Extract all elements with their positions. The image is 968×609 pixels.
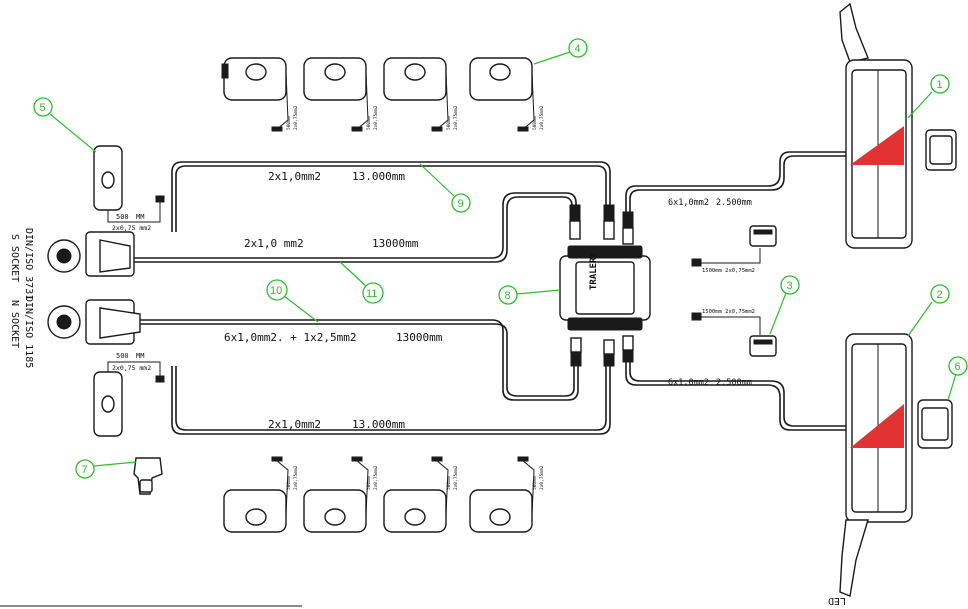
s-socket-label: S SOCKET bbox=[9, 234, 20, 282]
marker-lamp-bottom-1 bbox=[223, 456, 289, 533]
plug-spec-bottom: 1500mm 2x0,75mm2 bbox=[702, 309, 755, 315]
svg-text:1: 1 bbox=[937, 79, 943, 91]
svg-text:500mm: 500mm bbox=[366, 476, 372, 490]
svg-text:2: 2 bbox=[937, 289, 943, 301]
callout-7 bbox=[75, 459, 95, 479]
callout-1 bbox=[930, 74, 950, 94]
junction-box: TRALERT bbox=[559, 245, 651, 331]
wire-9-spec: 2x1,0mm2 bbox=[268, 170, 321, 183]
svg-text:500mm: 500mm bbox=[446, 476, 452, 490]
position-lamp-bottom bbox=[93, 361, 165, 437]
svg-text:2x0,75mm2: 2x0,75mm2 bbox=[539, 465, 545, 490]
plug-spec-top: 1500mm 2x0,75mm2 bbox=[702, 268, 755, 274]
junction-box-brand: TRALERT bbox=[589, 251, 599, 290]
marker-lamp-lead-labels: 500mm 2x0,75mm2 500mm 2x0,75mm2 500mm 2x… bbox=[286, 105, 545, 490]
plug-component-top bbox=[749, 225, 777, 247]
svg-text:500mm: 500mm bbox=[532, 116, 538, 130]
lamp5-unit-top: MM bbox=[136, 213, 144, 221]
svg-text:500mm: 500mm bbox=[446, 116, 452, 130]
wire-right-bottom bbox=[625, 356, 848, 431]
svg-text:500mm: 500mm bbox=[286, 476, 292, 490]
led-label: LED bbox=[828, 595, 846, 606]
marker-lamp-bottom-4 bbox=[469, 456, 535, 533]
svg-text:2x0,75mm2: 2x0,75mm2 bbox=[293, 465, 299, 490]
wire-9-length: 13.000mm bbox=[352, 170, 405, 183]
callout-6 bbox=[948, 356, 968, 376]
tail-lamp-bottom bbox=[839, 333, 913, 597]
side-marker-lamp-bottom bbox=[917, 399, 953, 449]
svg-text:6: 6 bbox=[955, 361, 961, 373]
lamp5-len-bottom: 500 bbox=[116, 352, 129, 360]
svg-text:2x0,75mm2: 2x0,75mm2 bbox=[539, 105, 545, 130]
svg-text:2x0,75mm2: 2x0,75mm2 bbox=[373, 465, 379, 490]
tail-lamp-top bbox=[839, 2, 913, 249]
s-socket bbox=[47, 231, 135, 277]
wire-bottom bbox=[171, 360, 611, 435]
bottom-wire-spec: 2x1,0mm2 bbox=[268, 418, 321, 431]
svg-text:2x0,75mm2: 2x0,75mm2 bbox=[373, 105, 379, 130]
marker-lamp-bottom-2 bbox=[303, 456, 369, 533]
wire-11 bbox=[130, 192, 577, 259]
callout-9 bbox=[451, 193, 471, 213]
wire-11-length: 13000mm bbox=[372, 237, 419, 250]
callout-2 bbox=[930, 284, 950, 304]
svg-text:2x0,75mm2: 2x0,75mm2 bbox=[453, 105, 459, 130]
callout-3 bbox=[780, 275, 800, 295]
marker-lamp-bottom-3 bbox=[383, 456, 449, 533]
wire-10-length: 13000mm bbox=[396, 331, 443, 344]
bracket-7 bbox=[133, 457, 163, 495]
svg-text:500mm: 500mm bbox=[366, 116, 372, 130]
wire-11-spec: 2x1,0 mm2 bbox=[244, 237, 304, 250]
marker-lamp-top-3 bbox=[383, 57, 449, 132]
right-top-wire-spec: 6x1,0mm2 bbox=[668, 198, 709, 208]
wire-10 bbox=[140, 319, 579, 401]
marker-lamp-top-1 bbox=[221, 57, 289, 132]
bottom-wire-length: 13.000mm bbox=[352, 418, 405, 431]
svg-text:8: 8 bbox=[505, 290, 511, 302]
svg-text:9: 9 bbox=[458, 198, 464, 210]
n-socket-label: N SOCKET bbox=[9, 300, 20, 348]
right-bottom-wire-length: 2.500mm bbox=[716, 378, 752, 388]
svg-text:5: 5 bbox=[40, 102, 46, 114]
callout-4 bbox=[568, 38, 588, 58]
n-socket-standard: DIN/ISO 1185 bbox=[23, 296, 34, 368]
svg-text:10: 10 bbox=[270, 285, 282, 297]
side-marker-lamp-top bbox=[925, 129, 957, 171]
callout-10 bbox=[266, 279, 288, 301]
lamp5-section-top: 2x0,75 mm2 bbox=[112, 224, 151, 232]
wire-9 bbox=[171, 161, 611, 232]
lamp5-unit-bottom: MM bbox=[136, 352, 144, 360]
svg-text:11: 11 bbox=[366, 288, 377, 300]
marker-lamp-top-4 bbox=[469, 57, 535, 132]
position-lamp-top bbox=[93, 145, 165, 223]
marker-lamp-top-2 bbox=[303, 57, 369, 132]
lamp5-len-top: 500 bbox=[116, 213, 129, 221]
svg-text:2x0,75mm2: 2x0,75mm2 bbox=[453, 465, 459, 490]
callout-8 bbox=[498, 285, 518, 305]
plug-component-bottom bbox=[749, 335, 777, 357]
svg-text:2x0,75mm2: 2x0,75mm2 bbox=[293, 105, 299, 130]
wire-10-spec: 6x1,0mm2. + 1x2,5mm2 bbox=[224, 331, 356, 344]
right-top-wire-length: 2.500mm bbox=[716, 198, 752, 208]
svg-text:4: 4 bbox=[575, 43, 581, 55]
s-socket-standard: DIN/ISO 3731 bbox=[23, 228, 34, 300]
wire-right-top bbox=[625, 151, 848, 212]
connector-plugs bbox=[569, 204, 634, 367]
svg-text:500mm: 500mm bbox=[286, 116, 292, 130]
svg-text:7: 7 bbox=[82, 464, 88, 476]
svg-text:500mm: 500mm bbox=[532, 476, 538, 490]
callout-11 bbox=[362, 282, 384, 304]
n-socket bbox=[47, 299, 141, 345]
svg-text:3: 3 bbox=[787, 280, 793, 292]
callout-5 bbox=[33, 97, 53, 117]
right-bottom-wire-spec: 6x1,0mm2 bbox=[668, 378, 709, 388]
lamp5-section-bottom: 2x0,75 mm2 bbox=[112, 364, 151, 372]
